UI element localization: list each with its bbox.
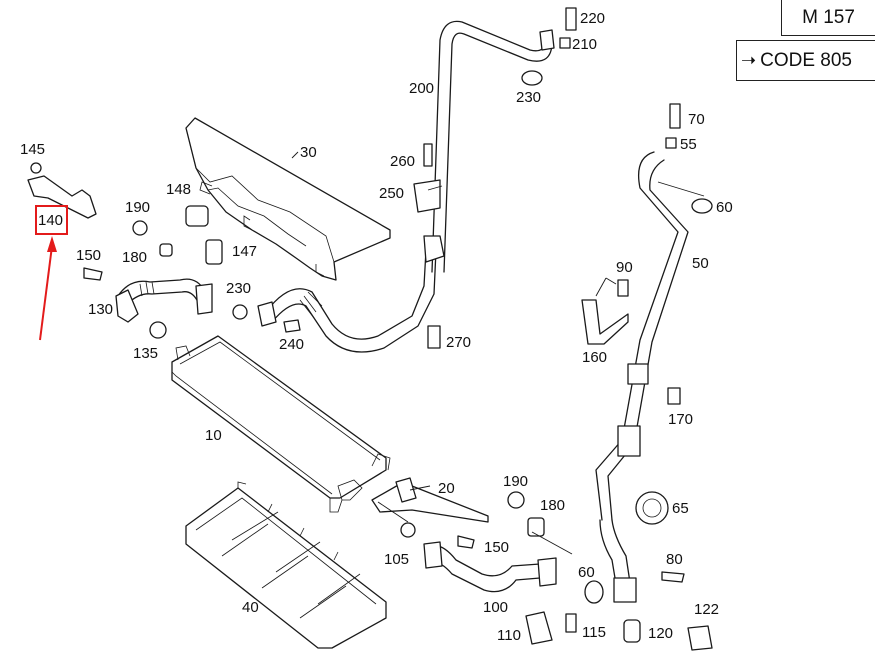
callout-labels: 10 20 30 40 50 55 60 60 65 70 80 90 100 … (20, 10, 733, 644)
part-180-bushing-a[interactable] (159, 243, 173, 257)
part-55-clamp[interactable] (665, 137, 677, 149)
callout-170[interactable]: 170 (668, 411, 693, 428)
callout-122[interactable]: 122 (694, 601, 719, 618)
leader-lines (377, 181, 705, 555)
part-150-bolt-a[interactable] (83, 267, 103, 281)
part-130-hose[interactable] (115, 278, 213, 323)
callout-70[interactable]: 70 (688, 111, 705, 128)
callout-30[interactable]: 30 (300, 144, 317, 161)
part-60-seal-a[interactable] (691, 198, 713, 214)
callout-240[interactable]: 240 (279, 336, 304, 353)
highlight-arrow (39, 236, 57, 341)
part-70-bolt[interactable] (669, 103, 681, 129)
callout-90[interactable]: 90 (616, 259, 633, 276)
callout-135[interactable]: 135 (133, 345, 158, 362)
part-110-bracket[interactable] (525, 611, 553, 645)
part-115-bolt[interactable] (565, 613, 577, 633)
callout-80[interactable]: 80 (666, 551, 683, 568)
callout-210[interactable]: 210 (572, 36, 597, 53)
callout-20[interactable]: 20 (438, 480, 455, 497)
callout-120[interactable]: 120 (648, 625, 673, 642)
callout-250[interactable]: 250 (379, 185, 404, 202)
callout-230[interactable]: 230 (516, 89, 541, 106)
part-180-bushing-b[interactable] (527, 517, 545, 537)
part-270-bolt[interactable] (427, 325, 441, 349)
part-122-clamp[interactable] (687, 625, 713, 651)
part-220-bolt[interactable] (565, 7, 577, 31)
part-230-seal-b[interactable] (521, 70, 543, 86)
part-135-seal[interactable] (149, 321, 167, 339)
part-210-clip[interactable] (559, 37, 571, 49)
callout-55[interactable]: 55 (680, 136, 697, 153)
model-label: M 157 (781, 0, 875, 36)
part-145-screw[interactable] (30, 162, 42, 174)
callout-115[interactable]: 115 (582, 624, 606, 641)
part-20-bracket[interactable] (371, 477, 489, 523)
part-160-bracket[interactable] (581, 299, 629, 345)
callout-145[interactable]: 145 (20, 141, 45, 158)
callout-220[interactable]: 220 (580, 10, 605, 27)
part-140-bracket[interactable] (27, 175, 97, 219)
callout-60[interactable]: 60 (716, 199, 733, 216)
code-label: CODE 805 (760, 49, 852, 71)
callout-140[interactable]: 140 (38, 212, 63, 229)
callout-60[interactable]: 60 (578, 564, 595, 581)
part-190-screw-a[interactable] (132, 220, 148, 236)
part-50-pipe[interactable] (595, 151, 689, 603)
callout-260[interactable]: 260 (390, 153, 415, 170)
part-200-pipe[interactable] (431, 20, 555, 273)
callout-160[interactable]: 160 (582, 349, 607, 366)
callout-105[interactable]: 105 (384, 551, 409, 568)
part-260-bolt[interactable] (423, 143, 433, 167)
part-60-seal-b[interactable] (584, 580, 604, 604)
part-230-seal-a[interactable] (232, 304, 248, 320)
part-105-seal[interactable] (400, 522, 416, 538)
callout-50[interactable]: 50 (692, 255, 709, 272)
part-170-bolt[interactable] (667, 387, 681, 405)
part-90-bolt[interactable] (617, 279, 629, 297)
callout-270[interactable]: 270 (446, 334, 471, 351)
callout-147[interactable]: 147 (232, 243, 257, 260)
part-80-bolt[interactable] (661, 571, 685, 583)
part-65-part[interactable] (635, 491, 669, 525)
arrow-right-icon: ➝ (741, 50, 757, 70)
callout-65[interactable]: 65 (672, 500, 689, 517)
part-40-undertray[interactable] (185, 481, 387, 649)
callout-200[interactable]: 200 (409, 80, 434, 97)
part-148-clamp[interactable] (185, 205, 209, 227)
callout-110[interactable]: 110 (497, 627, 521, 644)
callout-40[interactable]: 40 (242, 599, 259, 616)
callout-100[interactable]: 100 (483, 599, 508, 616)
part-10-intercooler[interactable] (171, 335, 391, 513)
callout-150[interactable]: 150 (484, 539, 509, 556)
part-150-bolt-b[interactable] (457, 535, 475, 549)
part-147-clamp[interactable] (205, 239, 223, 265)
callout-150[interactable]: 150 (76, 247, 101, 264)
callout-130[interactable]: 130 (88, 301, 113, 318)
part-100-hose[interactable] (423, 541, 557, 593)
part-190-screw-b[interactable] (507, 491, 525, 509)
callout-180[interactable]: 180 (122, 249, 147, 266)
part-duct-hose[interactable] (257, 235, 445, 353)
callout-190[interactable]: 190 (125, 199, 150, 216)
callout-180[interactable]: 180 (540, 497, 565, 514)
callout-230[interactable]: 230 (226, 280, 251, 297)
part-240-bolt[interactable] (283, 319, 301, 333)
part-30-air-duct[interactable] (185, 117, 391, 281)
part-120-clamp[interactable] (623, 619, 641, 643)
callout-10[interactable]: 10 (205, 427, 222, 444)
part-250-bracket[interactable] (413, 179, 441, 213)
code-label-box: ➝ CODE 805 (736, 40, 875, 81)
callout-190[interactable]: 190 (503, 473, 528, 490)
highlight-box (35, 205, 68, 235)
callout-148[interactable]: 148 (166, 181, 191, 198)
